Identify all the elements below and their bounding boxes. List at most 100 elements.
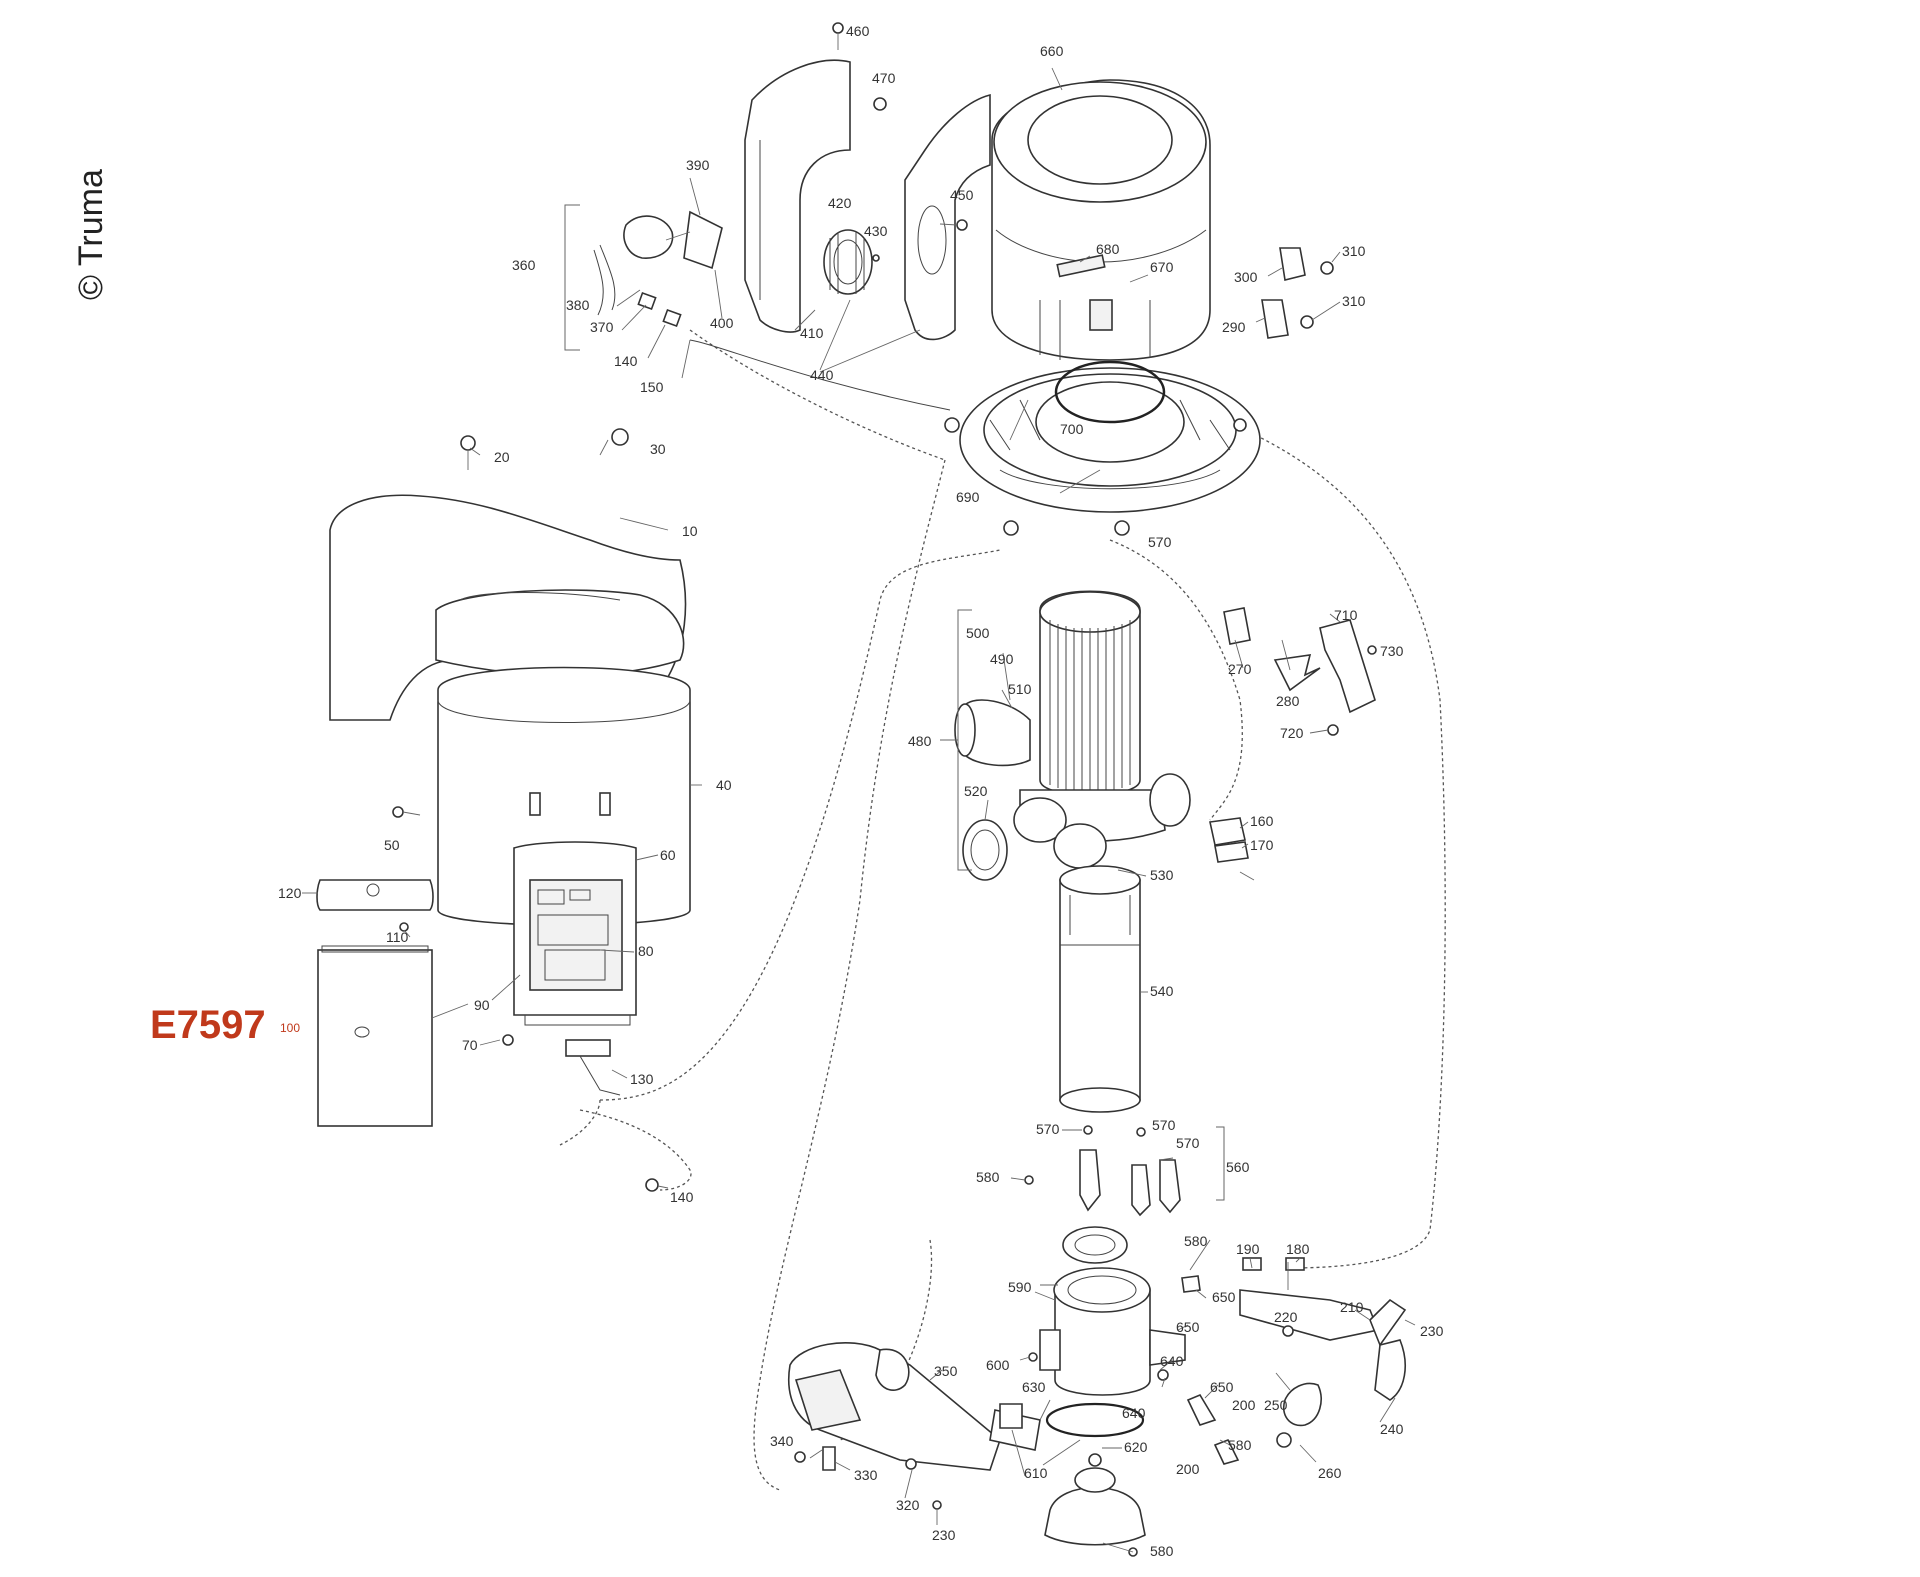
label-460: 460 xyxy=(846,23,870,39)
label-730: 730 xyxy=(1380,643,1404,659)
label-200a: 200 xyxy=(1232,1397,1256,1413)
label-640b: 640 xyxy=(1122,1405,1146,1421)
heat-exchanger-cover xyxy=(991,79,1211,361)
label-210: 210 xyxy=(1340,1299,1364,1315)
label-240: 240 xyxy=(1380,1421,1404,1437)
label-110: 110 xyxy=(386,929,409,945)
electrodes-560 xyxy=(1024,1125,1181,1217)
label-80: 80 xyxy=(638,943,654,959)
label-540: 540 xyxy=(1150,983,1174,999)
label-310a: 310 xyxy=(1342,243,1366,259)
label-680: 680 xyxy=(1096,241,1120,257)
label-470: 470 xyxy=(872,70,896,86)
fan-cover-right xyxy=(904,93,991,341)
label-620: 620 xyxy=(1124,1439,1148,1455)
label-330: 330 xyxy=(854,1467,878,1483)
label-690: 690 xyxy=(956,489,980,505)
label-140a: 140 xyxy=(614,353,638,369)
label-570d: 570 xyxy=(1176,1135,1200,1151)
label-90: 90 xyxy=(474,997,490,1013)
label-200b: 200 xyxy=(1176,1461,1200,1477)
label-530: 530 xyxy=(1150,867,1174,883)
label-280: 280 xyxy=(1276,693,1300,709)
label-260: 260 xyxy=(1318,1465,1342,1481)
label-150: 150 xyxy=(640,379,664,395)
label-370: 370 xyxy=(590,319,614,335)
label-10: 10 xyxy=(682,523,698,539)
label-720: 720 xyxy=(1280,725,1304,741)
label-290: 290 xyxy=(1222,319,1246,335)
label-450: 450 xyxy=(950,187,974,203)
highlight-part-number: 100 xyxy=(280,1021,300,1035)
label-570b: 570 xyxy=(1036,1121,1060,1137)
label-650c: 650 xyxy=(1210,1379,1234,1395)
label-590: 590 xyxy=(1008,1279,1032,1295)
label-50: 50 xyxy=(384,837,400,853)
label-510: 510 xyxy=(1008,681,1032,697)
label-580c: 580 xyxy=(1228,1437,1252,1453)
label-250: 250 xyxy=(1264,1397,1288,1413)
label-340: 340 xyxy=(770,1433,794,1449)
label-570a: 570 xyxy=(1148,534,1172,550)
highlight-code: E7597 xyxy=(150,1003,266,1047)
label-40: 40 xyxy=(716,777,732,793)
part-labels: 460 470 660 390 420 430 450 360 380 370 … xyxy=(150,23,1444,1559)
label-390: 390 xyxy=(686,157,710,173)
label-710: 710 xyxy=(1334,607,1358,623)
label-70: 70 xyxy=(462,1037,478,1053)
label-160: 160 xyxy=(1250,813,1274,829)
blower-unit-350 xyxy=(788,1342,1041,1471)
label-60: 60 xyxy=(660,847,676,863)
label-490: 490 xyxy=(990,651,1014,667)
label-480: 480 xyxy=(908,733,932,749)
flame-tube xyxy=(1059,865,1141,1113)
label-310b: 310 xyxy=(1342,293,1366,309)
connector-130 xyxy=(565,1039,621,1096)
manifold-housing xyxy=(954,699,1191,881)
control-unit-100 xyxy=(317,945,469,1127)
label-500: 500 xyxy=(966,625,990,641)
label-560: 560 xyxy=(1226,1159,1250,1175)
label-230b: 230 xyxy=(932,1527,956,1543)
label-660: 660 xyxy=(1040,43,1064,59)
label-610: 610 xyxy=(1024,1465,1048,1481)
label-650a: 650 xyxy=(1212,1289,1236,1305)
label-440: 440 xyxy=(810,367,834,383)
label-580d: 580 xyxy=(1150,1543,1174,1559)
label-580a: 580 xyxy=(976,1169,1000,1185)
label-640a: 640 xyxy=(1160,1353,1184,1369)
burner-plate-590 xyxy=(1039,1226,1186,1438)
label-600: 600 xyxy=(986,1357,1010,1373)
label-520: 520 xyxy=(964,783,988,799)
label-350: 350 xyxy=(934,1363,958,1379)
screws-fan xyxy=(832,22,968,262)
label-630: 630 xyxy=(1022,1379,1046,1395)
label-180: 180 xyxy=(1286,1241,1310,1257)
label-400: 400 xyxy=(710,315,734,331)
label-230a: 230 xyxy=(1420,1323,1444,1339)
label-270: 270 xyxy=(1228,661,1252,677)
label-220: 220 xyxy=(1274,1309,1298,1325)
label-190: 190 xyxy=(1236,1241,1260,1257)
combustion-chamber-ring xyxy=(944,360,1261,536)
label-20: 20 xyxy=(494,449,510,465)
label-320: 320 xyxy=(896,1497,920,1513)
control-board xyxy=(513,841,637,1026)
small-parts-enclosure xyxy=(392,428,659,1192)
fan-wheel xyxy=(823,229,873,295)
copyright-text: © Truma xyxy=(72,169,110,300)
label-580b: 580 xyxy=(1184,1233,1208,1249)
label-30: 30 xyxy=(650,441,666,457)
label-430: 430 xyxy=(864,223,888,239)
misc-lower-parts xyxy=(794,1352,1038,1525)
sensor-clips-160-170 xyxy=(1209,817,1255,881)
label-570c: 570 xyxy=(1152,1117,1176,1133)
control-cover-120 xyxy=(316,879,434,911)
leader-lines xyxy=(302,67,1416,1553)
label-300: 300 xyxy=(1234,269,1258,285)
label-130: 130 xyxy=(630,1071,654,1087)
label-170: 170 xyxy=(1250,837,1274,853)
heat-exchanger-finned xyxy=(1039,590,1141,796)
label-380: 380 xyxy=(566,297,590,313)
